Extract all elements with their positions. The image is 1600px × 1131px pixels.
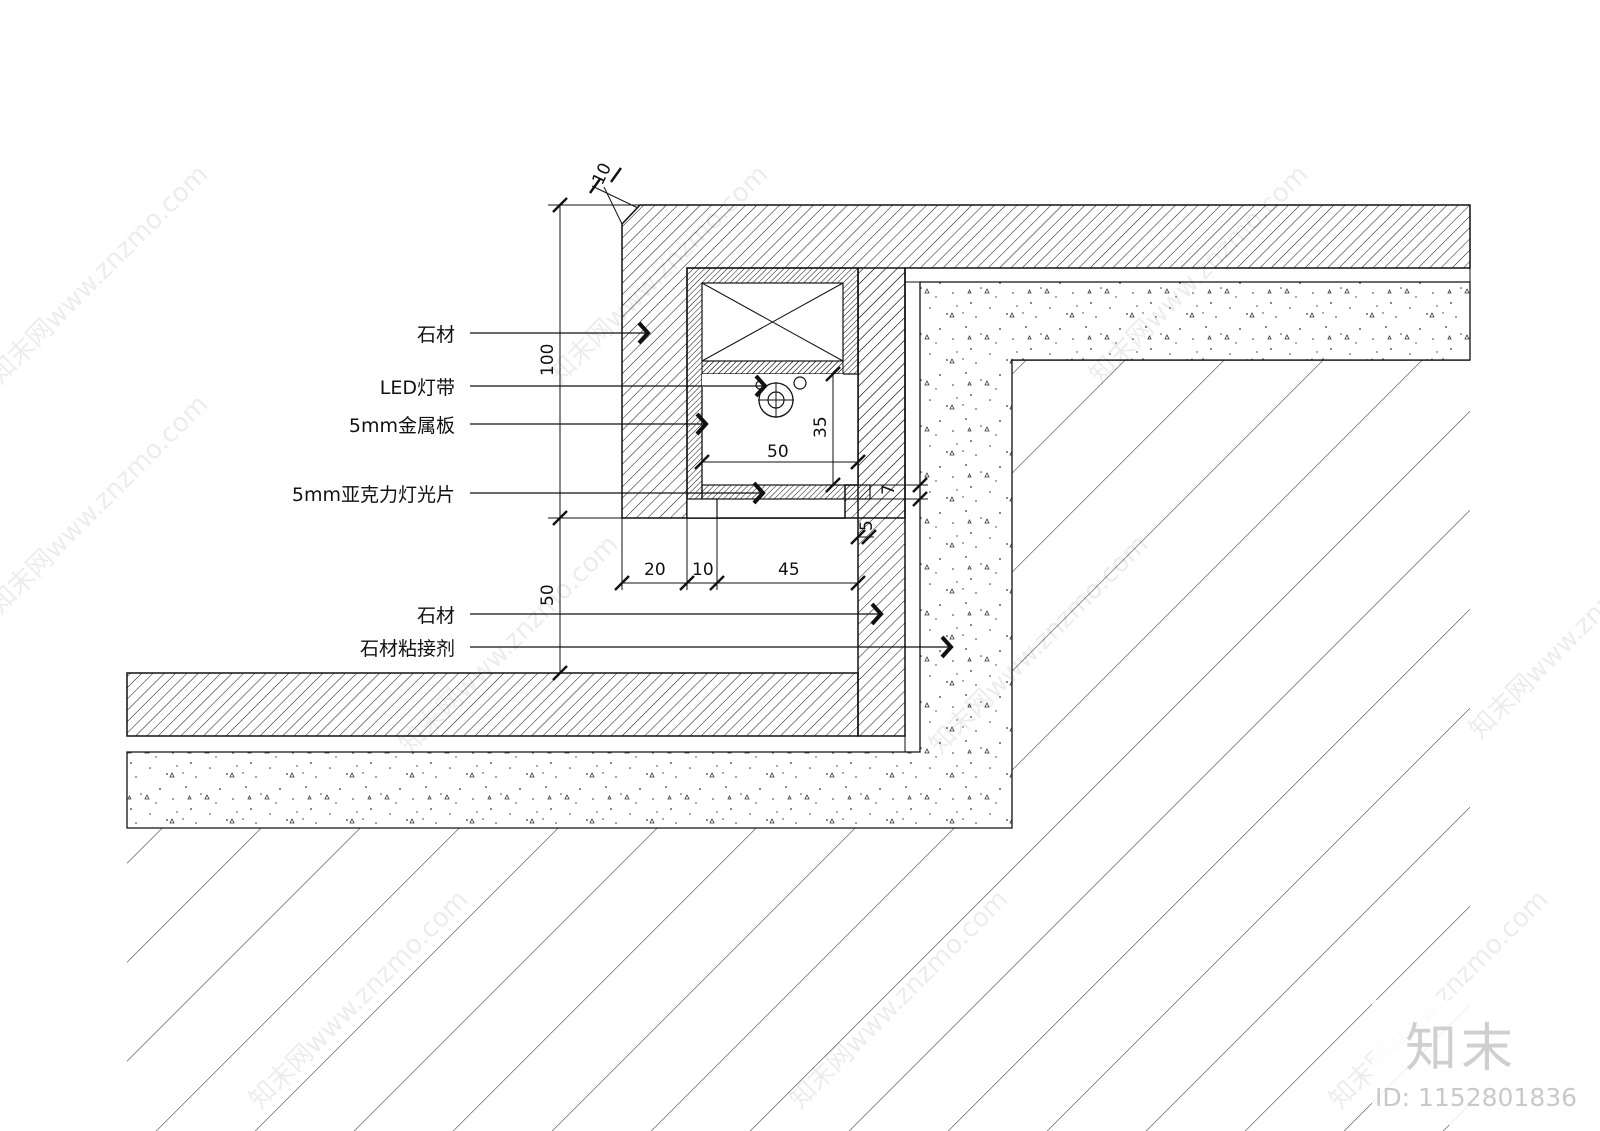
dimension-lines — [548, 167, 928, 681]
watermark-text: 知末网www.znzmo.com — [0, 159, 214, 390]
dim-10-bottom: 10 — [692, 560, 714, 580]
dim-45: 45 — [778, 560, 800, 580]
dim-5: 5 — [857, 520, 877, 531]
label-acrylic: 5mm亚克力灯光片 — [292, 484, 455, 506]
brand-backdrop — [1372, 1000, 1592, 1125]
metal-channel — [686, 267, 859, 519]
stone-slab-bottom — [126, 672, 920, 753]
dim-7: 7 — [879, 484, 899, 495]
label-stone-top: 石材 — [417, 324, 455, 346]
label-adhesive: 石材粘接剂 — [360, 638, 455, 660]
dim-10-top: 10 — [589, 160, 616, 188]
leader-arrowheads — [637, 321, 954, 659]
watermark-text: 知末网www.znzmo.com — [1464, 514, 1600, 745]
stone-slab-vertical — [857, 267, 921, 752]
dim-35: 35 — [811, 416, 831, 438]
led-strip-icon — [755, 376, 807, 418]
brand-logo: 知末 — [1405, 1019, 1517, 1079]
label-led-strip: LED灯带 — [380, 377, 455, 399]
watermark-text: 知末网www.znzmo.com — [0, 389, 214, 620]
dim-100: 100 — [538, 344, 558, 376]
dim-50-vertical: 50 — [538, 584, 558, 606]
label-metal-plate: 5mm金属板 — [349, 415, 455, 437]
label-stone-bottom: 石材 — [417, 605, 455, 627]
asset-id: ID: 1152801836 — [1375, 1083, 1577, 1112]
dim-20: 20 — [644, 560, 666, 580]
leader-lines — [470, 332, 948, 648]
dim-50-horizontal: 50 — [767, 442, 789, 462]
